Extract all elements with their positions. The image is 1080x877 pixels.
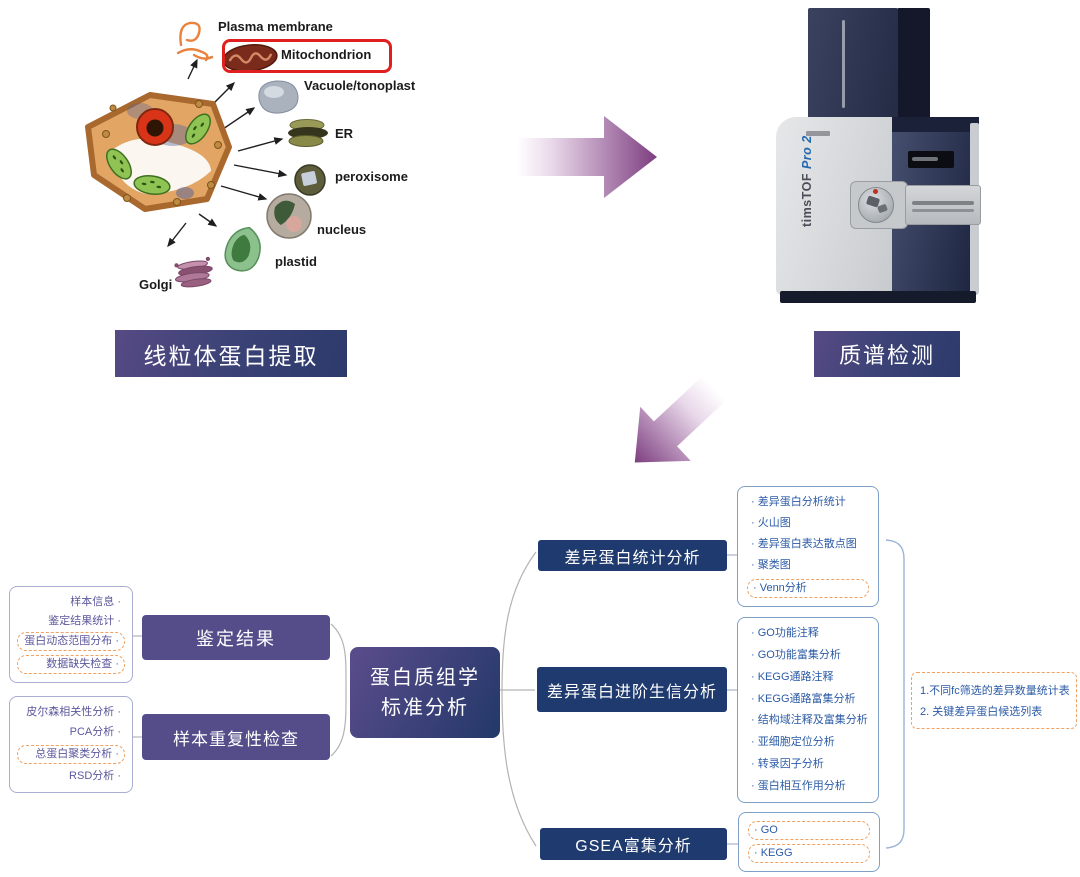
golgi-icon bbox=[174, 256, 213, 288]
deliverable-line1: 1.不同fc筛选的差异数量统计表 bbox=[920, 685, 1070, 698]
label-peroxisome: peroxisome bbox=[335, 169, 408, 184]
ms-model-text: timsTOF Pro 2 bbox=[800, 125, 814, 227]
node-gsea-enrichment: GSEA富集分析 bbox=[540, 828, 727, 860]
plastid-icon bbox=[224, 226, 261, 272]
er-icon bbox=[288, 119, 328, 147]
label-er: ER bbox=[335, 126, 354, 141]
qc-list-repeatability: 皮尔森相关性分析 · PCA分析 · 总蛋白聚类分析 · RSD分析 · bbox=[9, 696, 133, 793]
label-vacuole: Vacuole/tonoplast bbox=[304, 78, 416, 93]
plasma-membrane-icon bbox=[176, 21, 214, 62]
vacuole-icon bbox=[258, 80, 299, 114]
label-nucleus: nucleus bbox=[317, 222, 367, 237]
mass-spectrometer-figure: timsTOF Pro 2 bbox=[770, 5, 1015, 307]
plant-cell-icon bbox=[85, 92, 232, 212]
list-item: · 蛋白相互作用分析 bbox=[751, 779, 846, 792]
ms-tower bbox=[808, 8, 898, 123]
list-item: · 结构域注释及富集分析 bbox=[751, 714, 868, 727]
ms-clamp-slot bbox=[912, 201, 974, 205]
list-item-dashed: · Venn分析 bbox=[747, 579, 869, 598]
list-item: · KEGG通路富集分析 bbox=[751, 692, 856, 705]
ms-port-red-dot bbox=[873, 189, 878, 194]
list-item: · 聚类图 bbox=[751, 559, 791, 571]
list-item: · GO功能注释 bbox=[751, 627, 819, 639]
branch-list-gsea: · GO · KEGG bbox=[738, 812, 880, 872]
nucleus-icon bbox=[266, 193, 312, 239]
deliverable-line2: 2. 关键差异蛋白候选列表 bbox=[920, 705, 1043, 718]
branch-list-statistics: · 差异蛋白分析统计 · 火山图 · 差异蛋白表达散点图 · 聚类图 · Ven… bbox=[737, 486, 879, 607]
node-diff-protein-bioinformatics: 差异蛋白进阶生信分析 bbox=[537, 667, 727, 712]
ms-tower-highlight bbox=[842, 20, 845, 108]
node-identification-results: 鉴定结果 bbox=[142, 615, 330, 660]
list-item: 皮尔森相关性分析 · bbox=[26, 706, 121, 718]
list-item: · KEGG通路注释 bbox=[751, 670, 834, 683]
qc-list-identification: 样本信息 · 鉴定结果统计 · 蛋白动态范围分布 · 数据缺失检查 · bbox=[9, 586, 133, 683]
label-plastid: plastid bbox=[275, 254, 317, 269]
node-sample-repeatability: 样本重复性检查 bbox=[142, 714, 330, 760]
list-item-dashed: · GO bbox=[748, 821, 870, 840]
arrow-down-left-icon bbox=[634, 375, 727, 463]
ms-display-window bbox=[908, 151, 954, 168]
ms-display-streak bbox=[912, 157, 938, 161]
ms-clamp-slot bbox=[912, 209, 974, 212]
list-item: · 亚细胞定位分析 bbox=[751, 736, 835, 749]
list-item: RSD分析 · bbox=[69, 770, 121, 782]
label-mitochondrion: Mitochondrion bbox=[281, 47, 372, 62]
list-item: · 火山图 bbox=[751, 517, 791, 529]
label-plasma-membrane: Plasma membrane bbox=[218, 19, 333, 34]
list-item-dashed: 总蛋白聚类分析 · bbox=[17, 745, 125, 764]
branch-list-bioinformatics: · GO功能注释 · GO功能富集分析 · KEGG通路注释 · KEGG通路富… bbox=[737, 617, 879, 803]
list-item: · 差异蛋白分析统计 bbox=[751, 496, 846, 508]
list-item: · 转录因子分析 bbox=[751, 758, 824, 771]
cell-fractionation-figure: Plasma membrane Mitochondrion Vacuole/to… bbox=[78, 3, 438, 308]
deliverables-box: 1.不同fc筛选的差异数量统计表 2. 关键差异蛋白候选列表 bbox=[911, 672, 1077, 729]
ms-model-label: Pro 2 bbox=[800, 135, 814, 170]
list-item-dashed: 蛋白动态范围分布 · bbox=[17, 632, 125, 652]
caption-protein-extraction: 线粒体蛋白提取 bbox=[115, 330, 347, 377]
list-item: PCA分析 · bbox=[69, 726, 121, 738]
caption-ms-detection: 质谱检测 bbox=[814, 331, 960, 377]
node-diff-protein-statistics: 差异蛋白统计分析 bbox=[538, 540, 727, 571]
list-item: 样本信息 · bbox=[70, 596, 121, 608]
bruker-logo-mark bbox=[806, 131, 830, 136]
ms-brand-label: timsTOF bbox=[800, 173, 814, 227]
center-line1: 蛋白质组学 bbox=[370, 666, 480, 689]
organelle-arrows bbox=[167, 58, 288, 248]
list-item: · GO功能富集分析 bbox=[751, 648, 841, 661]
right-bracket bbox=[885, 539, 905, 849]
list-item-dashed: 数据缺失检查 · bbox=[17, 654, 125, 674]
list-item: 鉴定结果统计 · bbox=[48, 614, 121, 627]
list-item-dashed: · KEGG bbox=[748, 844, 870, 863]
mitochondrion-highlight-box bbox=[222, 39, 392, 73]
peroxisome-icon bbox=[294, 164, 326, 196]
node-proteomics-standard-analysis: 蛋白质组学 标准分析 bbox=[350, 647, 500, 738]
list-item: · 差异蛋白表达散点图 bbox=[751, 538, 857, 550]
ms-tower-back-panel bbox=[897, 8, 930, 123]
ms-right-panel-cap bbox=[892, 117, 979, 132]
ms-clamp-bar bbox=[905, 185, 981, 225]
arrow-right-icon bbox=[517, 116, 657, 198]
center-line2: 标准分析 bbox=[381, 696, 469, 719]
ms-base bbox=[780, 291, 976, 303]
cell-illustration bbox=[85, 21, 328, 288]
label-golgi: Golgi bbox=[139, 277, 173, 292]
